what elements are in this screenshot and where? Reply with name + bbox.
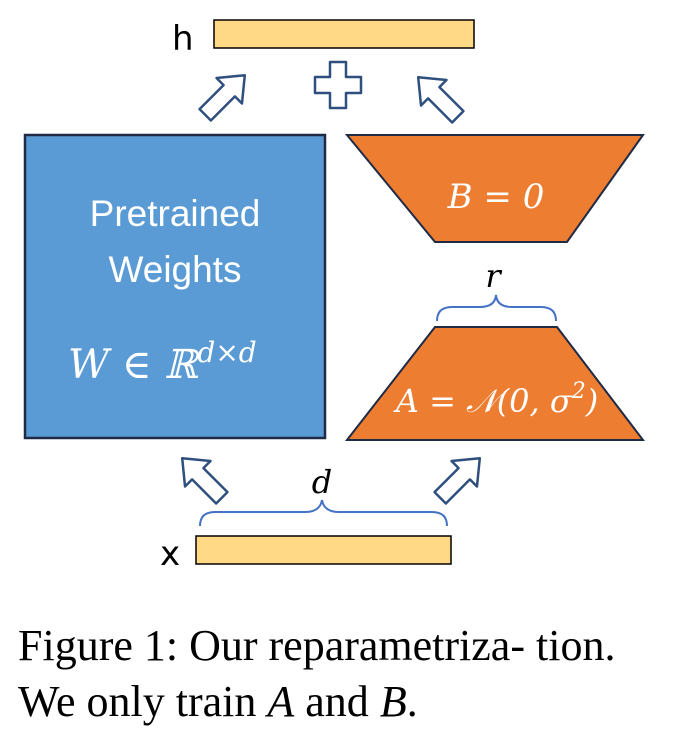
output-vector-bar [213, 19, 475, 49]
arrow-input-to-weights-icon [180, 456, 229, 505]
input-vector-bar [195, 535, 452, 565]
arrow-up-right-icon [198, 73, 247, 122]
dimension-label: d [312, 463, 332, 501]
pretrained-label-line2: Weights [109, 249, 242, 290]
arrow-up-left-icon [416, 75, 465, 124]
input-label: x [160, 534, 180, 574]
rank-brace [436, 294, 557, 322]
arrow-input-to-a-icon [433, 456, 482, 505]
a-matrix-label: A = 𝒩(0, σ2) [393, 379, 598, 420]
rank-label: r [485, 257, 502, 295]
figure-caption: Figure 1: Our reparametriza- tion. We on… [18, 621, 616, 726]
pretrained-label-line1: Pretrained [90, 193, 261, 234]
dimension-brace [199, 499, 448, 527]
a-matrix-trapezoid [344, 326, 646, 441]
b-matrix-trapezoid [344, 134, 645, 243]
output-label: h [172, 19, 194, 59]
plus-icon [313, 60, 363, 110]
pretrained-weights-box [23, 133, 327, 440]
b-matrix-label: B = 0 [447, 177, 545, 217]
pretrained-formula: W ∈ ℝd×d [68, 336, 257, 388]
lora-diagram: h Pretrained Weights W ∈ ℝd×d B = 0 r A … [23, 19, 646, 574]
